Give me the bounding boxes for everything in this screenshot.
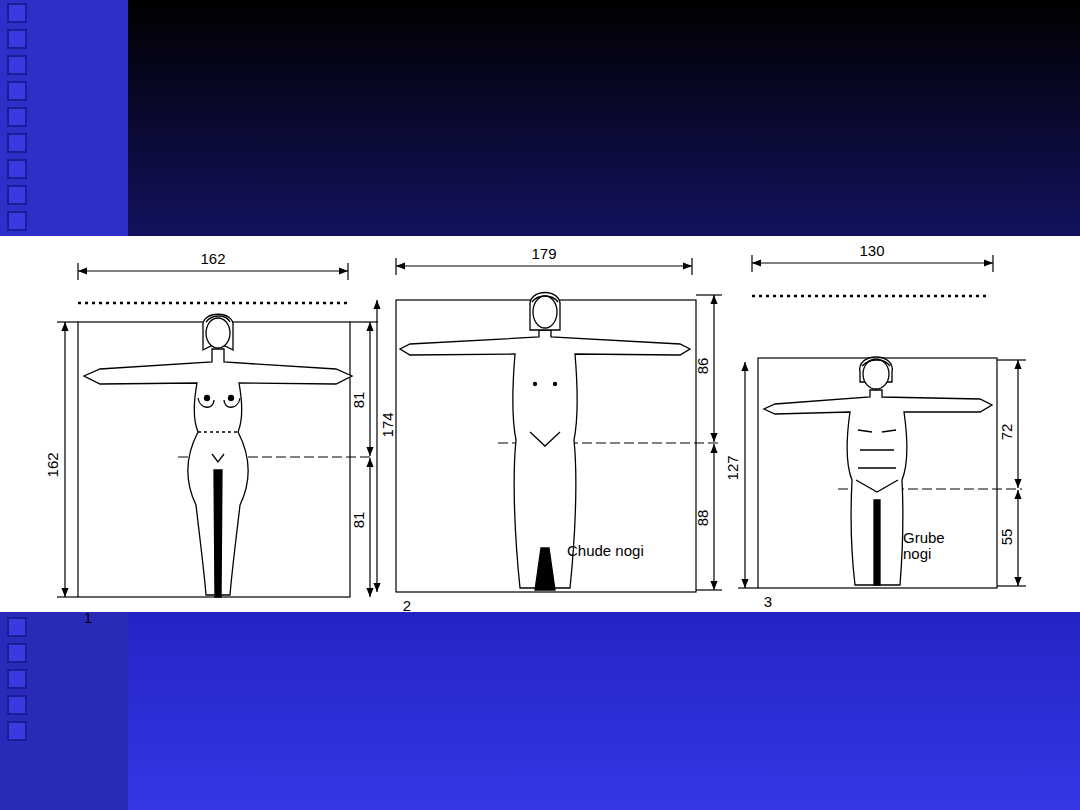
dimension-number: 88: [695, 510, 711, 527]
dimension-number: 127: [725, 455, 741, 480]
dimension-number: 174: [380, 412, 396, 437]
dimension-number: 162: [200, 251, 225, 267]
bottom-band: [0, 612, 1080, 810]
dimension-lines: [57, 255, 1026, 597]
figure-note: Chude nogi: [567, 543, 644, 559]
dimension-number: 55: [999, 529, 1015, 546]
female-figure: [84, 314, 352, 597]
dimension-number: 130: [859, 243, 884, 259]
figure-number: 2: [403, 598, 411, 614]
dimension-number: 81: [351, 512, 367, 529]
picture-ground: [0, 236, 1080, 612]
dimension-number: 162: [45, 452, 61, 477]
figure-note: Grube nogi: [903, 530, 965, 562]
dimension-number: 179: [531, 246, 556, 262]
dimension-number: 81: [351, 392, 367, 409]
side-strip: [0, 0, 128, 236]
dimension-number: 72: [999, 424, 1015, 441]
long-legged-figure: [400, 293, 690, 591]
frames: [78, 300, 997, 597]
top-band: [0, 0, 1080, 236]
short-legged-figure: [764, 357, 992, 585]
figure-number: 1: [84, 610, 92, 626]
side-strip: [0, 612, 128, 810]
dimension-number: 86: [695, 358, 711, 375]
figure-number: 3: [764, 594, 772, 610]
